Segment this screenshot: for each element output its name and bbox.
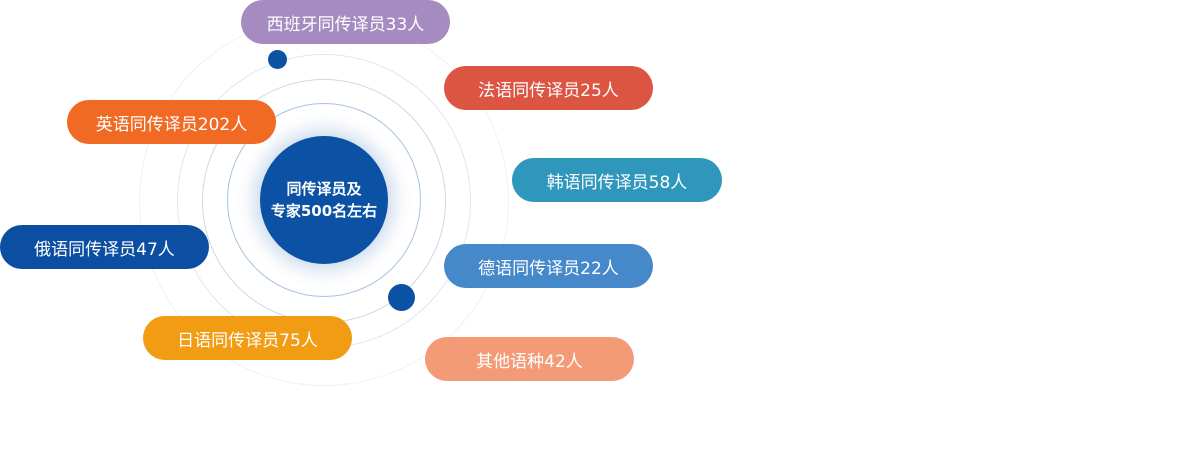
pill-french: 法语同传译员25人 (444, 66, 653, 110)
orbit-dot-large (388, 284, 415, 311)
pill-german: 德语同传译员22人 (444, 244, 653, 288)
center-title-line2: 专家500名左右 (270, 202, 378, 220)
orbit-dot-small (268, 50, 287, 69)
pill-japanese: 日语同传译员75人 (143, 316, 352, 360)
inner-ring (227, 103, 421, 297)
pill-russian: 俄语同传译员47人 (0, 225, 209, 269)
pill-other-languages: 其他语种42人 (425, 337, 634, 381)
pill-spanish: 西班牙同传译员33人 (241, 0, 450, 44)
pill-english: 英语同传译员202人 (67, 100, 276, 144)
center-title-line1: 同传译员及 (286, 180, 362, 198)
center-circle: 同传译员及 专家500名左右 (260, 136, 388, 264)
pill-korean: 韩语同传译员58人 (512, 158, 722, 202)
